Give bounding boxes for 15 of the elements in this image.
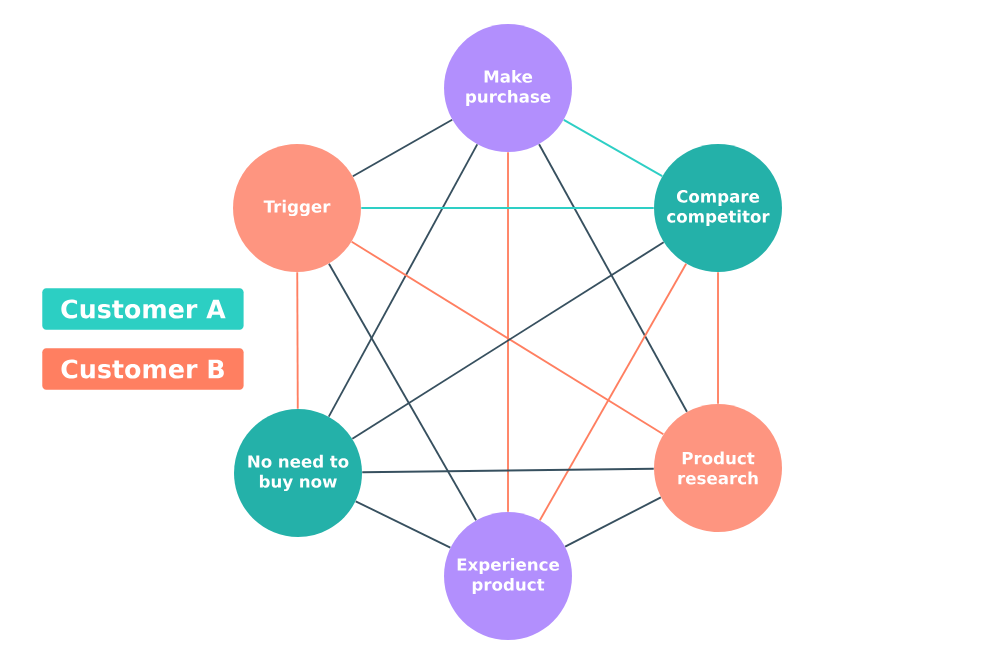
connector-line [717,271,719,405]
connector-line [327,143,479,418]
connector-line [360,207,655,209]
connector-line [507,151,509,513]
connector-line [328,262,477,522]
connector-line [562,118,664,178]
connector-line [351,118,454,178]
legend-item: Customer A [42,288,244,330]
connector-line [361,467,655,474]
legend-item: Customer B [42,348,244,390]
connector-line [296,271,299,410]
connector-line [538,143,688,413]
connector-line [564,496,662,548]
connector-line [354,500,452,549]
connector-line [538,262,688,522]
